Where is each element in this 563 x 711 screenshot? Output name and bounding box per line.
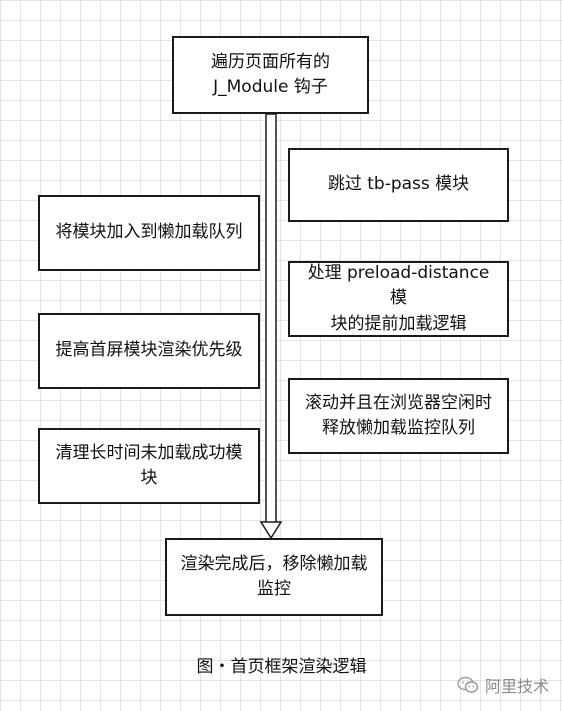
render-done-node: 渲染完成后，移除懒加载 监控 — [165, 538, 383, 616]
lazy-queue-node: 将模块加入到懒加载队列 — [38, 195, 260, 271]
watermark: 阿里技术 — [457, 673, 549, 697]
figure-caption: 图・首页框架渲染逻辑 — [196, 657, 367, 677]
traverse-hooks-node: 遍历页面所有的 J_Module 钩子 — [172, 36, 369, 114]
skip-tb-pass-node: 跳过 tb-pass 模块 — [288, 148, 509, 222]
first-screen-priority-node: 提高首屏模块渲染优先级 — [38, 313, 260, 389]
scroll-idle-release-node: 滚动并且在浏览器空闲时 释放懒加载监控队列 — [288, 378, 509, 454]
watermark-text: 阿里技术 — [484, 677, 549, 696]
preload-distance-node: 处理 preload-distance 模 块的提前加载逻辑 — [288, 261, 509, 337]
wechat-icon — [457, 676, 479, 693]
cleanup-node: 清理长时间未加载成功模 块 — [38, 428, 260, 504]
